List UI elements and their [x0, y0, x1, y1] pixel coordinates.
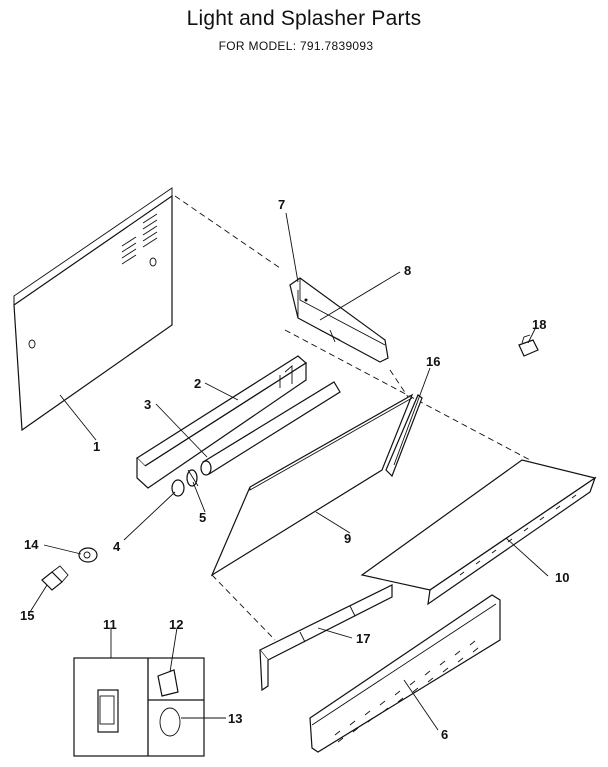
leader-lines: [29, 212, 549, 731]
part-6-grille: [309, 594, 501, 753]
callout-6: 6: [441, 727, 448, 742]
callout-10: 10: [555, 570, 569, 585]
callout-2: 2: [194, 376, 201, 391]
callout-11: 11: [103, 617, 117, 632]
part-15-bulb: [41, 565, 69, 591]
callout-14: 14: [24, 537, 39, 552]
callout-12: 12: [169, 617, 183, 632]
callout-1: 1: [93, 439, 100, 454]
callout-7: 7: [278, 197, 285, 212]
part-12-clip: [157, 669, 179, 697]
callout-16: 16: [426, 354, 440, 369]
part-14-lamp-holder: [78, 547, 98, 563]
part-9-panel: [210, 393, 414, 577]
callout-5: 5: [199, 510, 206, 525]
part-17-rail: [259, 584, 393, 692]
part-10-tray: [360, 459, 597, 606]
part-1-back-panel: [13, 187, 173, 432]
part-5-socket: [186, 469, 199, 487]
part-8-bracket: [289, 277, 389, 363]
callout-8: 8: [404, 263, 411, 278]
part-11-switch: [97, 689, 119, 733]
part-16-strip: [385, 394, 423, 478]
part-3-tube: [200, 381, 341, 476]
callout-3: 3: [144, 397, 151, 412]
part-18-clip: [518, 334, 539, 357]
alignment-lines: [174, 195, 531, 641]
callout-18: 18: [532, 317, 546, 332]
callout-4: 4: [113, 539, 121, 554]
callout-9: 9: [344, 531, 351, 546]
callout-17: 17: [356, 631, 370, 646]
part-13-ring: [159, 707, 181, 737]
model-number: FOR MODEL: 791.7839093: [218, 39, 374, 53]
part-2-channel: [136, 355, 307, 489]
callout-15: 15: [20, 608, 34, 623]
inset-box: [73, 657, 205, 757]
diagram-title: Light and Splasher Parts: [186, 7, 422, 30]
callout-13: 13: [228, 711, 242, 726]
